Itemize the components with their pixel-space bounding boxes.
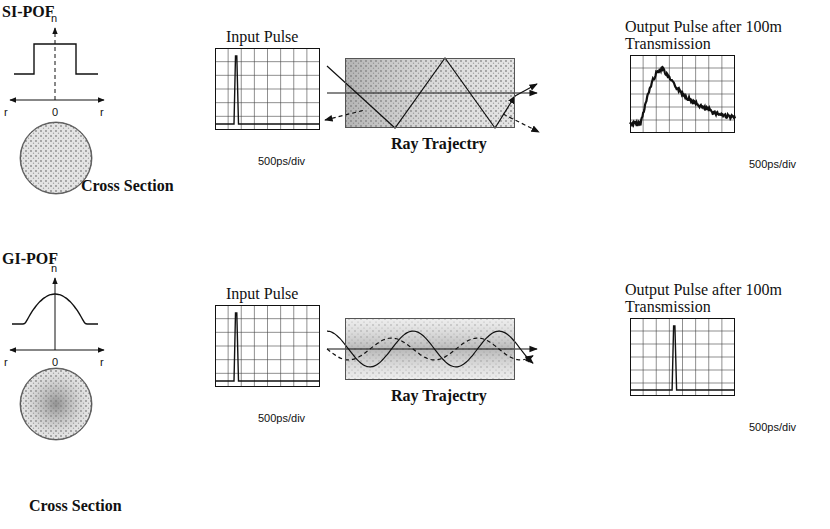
axis-label: 0 — [52, 106, 58, 118]
axis-label: 0 — [52, 356, 58, 368]
cross-section-caption: Cross Section — [29, 497, 122, 515]
ray-path — [327, 331, 537, 367]
axis-label: r — [4, 356, 8, 368]
fiber-type-title: SI-POF — [2, 3, 54, 21]
scope-grid — [215, 305, 320, 387]
oscilloscope-screen: Input Pulse500ps/div — [215, 48, 320, 130]
fiber-section: Ray Trajectry — [345, 58, 515, 128]
oscilloscope-screen: Output Pulse after 100m Transmission500p… — [630, 55, 735, 133]
pulse-heading: Output Pulse after 100m Transmission — [625, 18, 821, 53]
fiber-caption: Ray Trajectry — [391, 135, 487, 153]
axis-label: r — [100, 356, 104, 368]
pulse-heading: Output Pulse after 100m Transmission — [625, 281, 821, 316]
axis-label: n — [51, 262, 57, 274]
cross-section-circle: Cross Section — [20, 122, 92, 194]
axis-label: r — [100, 106, 104, 118]
oscilloscope-screen: Output Pulse after 100m Transmission500p… — [630, 318, 735, 396]
time-scale: 500ps/div — [258, 155, 305, 167]
fiber-section: Ray Trajectry — [345, 318, 515, 380]
ray-path — [325, 58, 539, 132]
index-profile — [10, 278, 104, 350]
scope-grid — [630, 318, 735, 396]
index-profile — [10, 28, 104, 100]
cross-section-caption: Cross Section — [81, 177, 174, 195]
fiber-caption: Ray Trajectry — [391, 387, 487, 405]
time-scale: 500ps/div — [749, 158, 796, 170]
cross-section-circle: Cross Section — [20, 368, 92, 440]
pulse-heading: Input Pulse — [226, 285, 298, 303]
graded-core — [22, 370, 90, 438]
scope-grid — [215, 48, 320, 130]
axis-label: n — [51, 12, 57, 24]
axis-label: r — [4, 106, 8, 118]
time-scale: 500ps/div — [749, 421, 796, 433]
time-scale: 500ps/div — [258, 412, 305, 424]
oscilloscope-screen: Input Pulse500ps/div — [215, 305, 320, 387]
scope-grid — [630, 55, 735, 133]
fiber-type-title: GI-POF — [2, 250, 58, 268]
pulse-heading: Input Pulse — [226, 28, 298, 46]
core-fill — [20, 368, 92, 440]
